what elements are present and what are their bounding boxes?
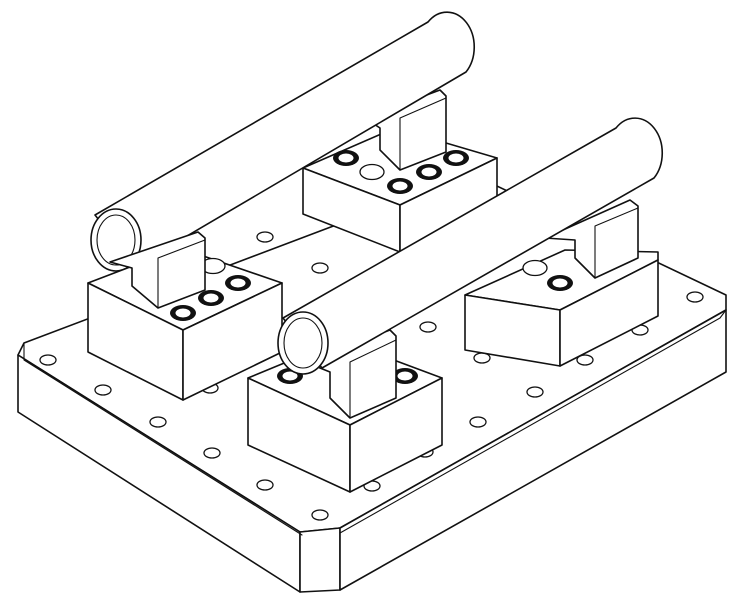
block-rear-bores [333,150,469,194]
base-plate-chamfer-face [299,527,341,593]
block-right-right-face [559,259,659,367]
plate-hole [94,384,112,396]
round-bar-front-body [282,117,664,369]
support-block-right [464,199,659,367]
v-support-rear [364,89,447,171]
plate-hole [311,509,329,521]
plate-hole [686,291,704,303]
plate-hole [256,479,274,491]
plate-hole [576,354,594,366]
support-block-left [87,231,283,401]
round-bar-front-end [277,311,329,375]
plate-hole [526,386,544,398]
block-left-bores [170,257,251,321]
round-bar-rear [90,11,476,272]
round-bar-front-bore [283,317,323,369]
round-bar-rear-body [94,11,476,267]
block-right-bores [522,259,573,291]
round-bar-front [277,117,664,375]
plate-hole [311,262,329,274]
plate-hole [149,416,167,428]
base-plate-edge-bevel [23,309,727,536]
plate-hole [256,231,274,243]
plate-hole [419,321,437,333]
plate-hole [39,354,57,366]
support-block-rear [302,89,498,253]
plate-hole [203,447,221,459]
v-support-right [544,199,639,279]
plate-hole [469,416,487,428]
plate-hole-grid [39,200,704,521]
block-front-right-face [349,377,443,493]
round-bar-rear-bore [96,214,136,266]
base-plate-right-face [339,309,727,591]
